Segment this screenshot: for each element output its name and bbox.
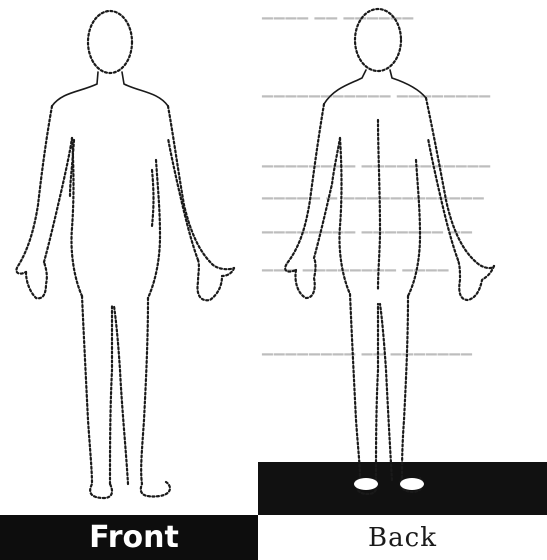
- back-right-shoulder-line: [390, 70, 426, 98]
- front-body-outline: [16, 11, 234, 498]
- back-view-tab[interactable]: Back: [258, 515, 547, 560]
- front-torso-detail-right: [152, 170, 154, 226]
- front-left-shoulder-line: [52, 72, 98, 106]
- front-head-outline: [88, 11, 132, 73]
- front-torso-right: [148, 160, 160, 298]
- front-left-arm-inner: [44, 138, 72, 262]
- back-head-outline: [355, 9, 401, 71]
- back-feet: [354, 478, 424, 490]
- back-right-arm-outer: [426, 98, 494, 268]
- front-left-leg-inner: [110, 306, 112, 484]
- back-right-leg-inner: [380, 304, 392, 480]
- back-left-foot: [354, 478, 378, 490]
- back-body-outline: [285, 9, 494, 494]
- front-right-leg-inner: [114, 306, 128, 484]
- back-left-hand: [295, 258, 315, 298]
- front-left-hand: [26, 262, 47, 298]
- back-left-leg-outer: [350, 294, 377, 494]
- back-spine-line: [378, 120, 380, 290]
- back-right-hand: [458, 260, 494, 300]
- front-right-shoulder-line: [122, 72, 168, 106]
- front-right-leg-outer: [141, 298, 170, 497]
- front-tab-label: Front: [89, 520, 179, 555]
- back-right-arm-inner: [428, 138, 458, 260]
- front-torso-left: [71, 138, 82, 296]
- back-torso-left: [339, 138, 350, 294]
- back-left-arm-inner: [314, 138, 340, 258]
- back-left-leg-inner: [376, 304, 378, 480]
- back-left-arm-outer: [285, 104, 324, 272]
- back-left-shoulder-line: [324, 70, 366, 104]
- back-right-foot: [400, 478, 424, 490]
- front-view-tab[interactable]: Front: [0, 515, 258, 560]
- back-torso-right: [408, 160, 420, 296]
- back-tab-label: Back: [368, 523, 437, 553]
- back-right-leg-outer: [401, 296, 423, 492]
- front-right-arm-outer: [168, 106, 234, 269]
- front-left-leg-outer: [82, 296, 112, 498]
